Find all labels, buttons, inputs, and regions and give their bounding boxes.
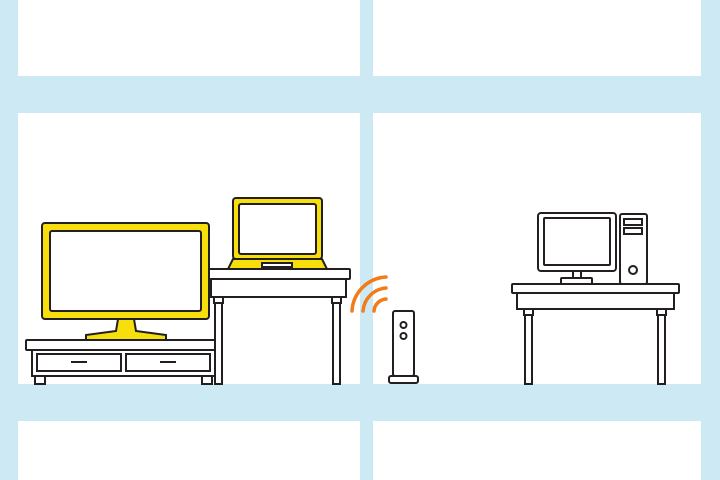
desk-apron bbox=[516, 292, 675, 310]
desk-leg-left-cap bbox=[523, 308, 534, 316]
monitor-icon bbox=[537, 212, 617, 285]
laptop-icon bbox=[226, 197, 329, 270]
tv-stand-foot-left bbox=[34, 375, 46, 385]
router-icon bbox=[388, 310, 419, 384]
monitor-screen bbox=[543, 217, 611, 266]
laptop-table-apron bbox=[210, 278, 347, 298]
wifi-signal-icon bbox=[350, 275, 388, 313]
router-led-bottom bbox=[399, 332, 408, 340]
desk bbox=[511, 283, 680, 385]
wifi-arc-outer bbox=[350, 275, 388, 313]
wifi-arc-inner bbox=[372, 297, 388, 313]
monitor-neck bbox=[572, 270, 582, 279]
router-base bbox=[388, 375, 419, 384]
room-top-right bbox=[373, 0, 701, 76]
desk-leg-right bbox=[657, 308, 666, 385]
desk-top bbox=[511, 283, 680, 294]
pc-tower-icon bbox=[619, 213, 648, 285]
tower-bay-top bbox=[623, 218, 643, 226]
router-led-top bbox=[399, 321, 408, 329]
router-body bbox=[392, 310, 415, 377]
laptop-table-leg-left-cap bbox=[213, 296, 224, 304]
laptop-screen bbox=[238, 203, 317, 255]
room-top-left bbox=[18, 0, 360, 76]
laptop-trackpad bbox=[261, 262, 293, 268]
tv-stand-foot-right bbox=[201, 375, 213, 385]
tower-bay-bottom bbox=[623, 227, 643, 235]
tv-stand-top bbox=[25, 339, 223, 351]
laptop-table-leg-left bbox=[214, 296, 223, 385]
tower-power-button bbox=[628, 265, 638, 275]
desk-leg-right-cap bbox=[656, 308, 667, 316]
room-bottom-left bbox=[18, 421, 360, 480]
laptop-table-leg-right-cap bbox=[331, 296, 342, 304]
laptop-table bbox=[206, 268, 351, 385]
tv-icon bbox=[41, 222, 210, 341]
desk-leg-left bbox=[524, 308, 533, 385]
room-bottom-right bbox=[373, 421, 701, 480]
tv-stand bbox=[25, 339, 223, 385]
tv-stand-base bbox=[85, 318, 167, 341]
laptop-table-leg-right bbox=[332, 296, 341, 385]
tv-screen bbox=[49, 230, 202, 312]
wifi-arc-middle bbox=[361, 286, 388, 313]
monitor-base bbox=[560, 277, 593, 285]
laptop-table-top bbox=[206, 268, 351, 280]
